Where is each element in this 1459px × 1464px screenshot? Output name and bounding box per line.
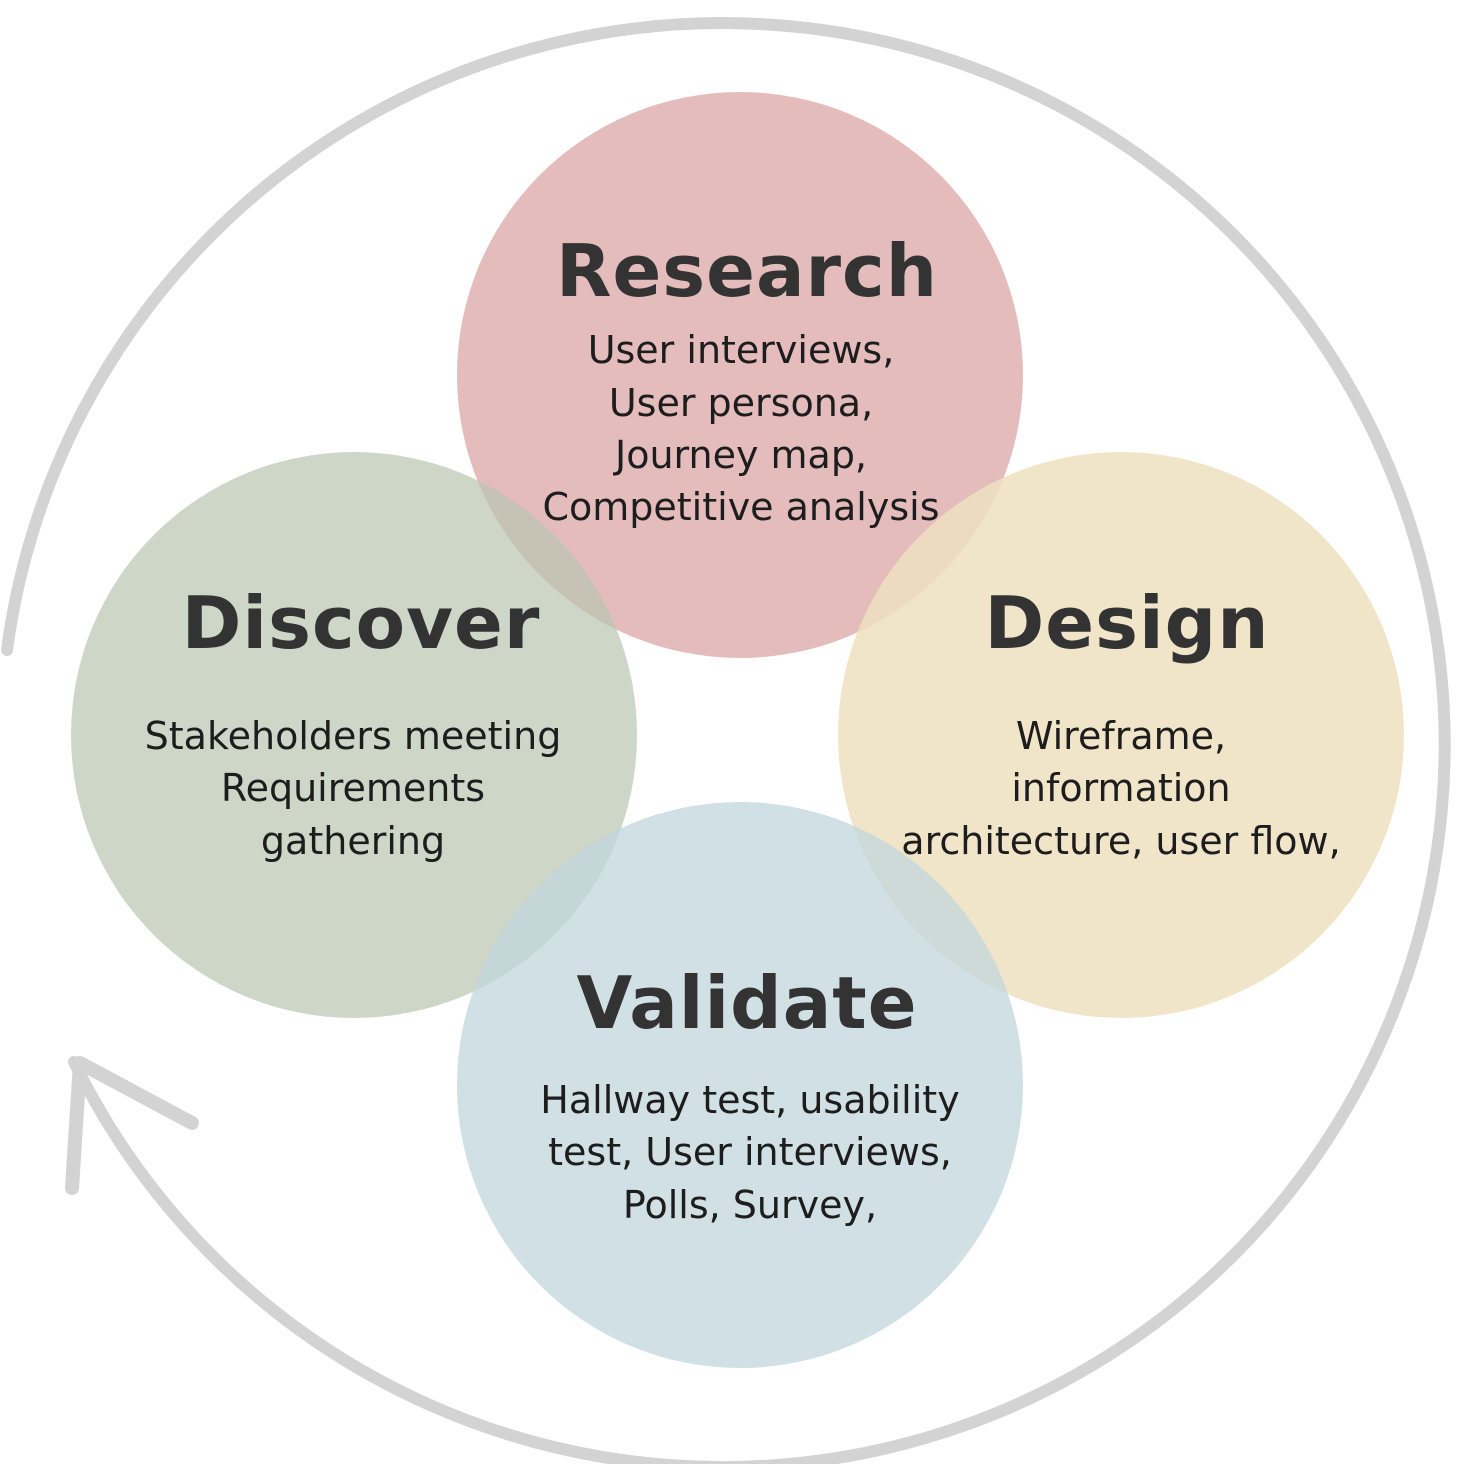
validate-line: test, User interviews, (548, 1130, 952, 1174)
research-stage: Research User interviews, User persona, … (542, 229, 939, 529)
research-line: Competitive analysis (542, 485, 939, 529)
research-line: User interviews, (588, 328, 895, 372)
discover-title: Discover (182, 581, 541, 665)
design-title: Design (985, 581, 1270, 665)
design-circle (838, 452, 1404, 1018)
discover-stage: Discover Stakeholders meeting Requiremen… (145, 581, 562, 863)
validate-line: Hallway test, usability (540, 1078, 959, 1122)
validate-line: Polls, Survey, (623, 1183, 877, 1227)
research-line: Journey map, (613, 433, 867, 477)
discover-line: gathering (261, 819, 445, 863)
discover-circle (71, 452, 637, 1018)
discover-line: Requirements (221, 766, 485, 810)
design-line: information (1011, 766, 1230, 810)
design-line: architecture, user flow, (901, 819, 1340, 863)
design-stage: Design Wireframe, information architectu… (901, 581, 1340, 863)
research-circle (457, 92, 1023, 658)
design-line: Wireframe, (1016, 714, 1226, 758)
discover-line: Stakeholders meeting (145, 714, 562, 758)
circular-arrow-icon (1, 17, 1451, 1464)
validate-circle (457, 802, 1023, 1368)
validate-title: Validate (576, 961, 917, 1045)
validate-stage: Validate Hallway test, usability test, U… (540, 961, 959, 1227)
arrowhead-icon (65, 1056, 199, 1195)
stage-circles (71, 92, 1404, 1368)
research-title: Research (556, 229, 938, 313)
cycle-arrow (1, 17, 1451, 1464)
research-line: User persona, (609, 381, 873, 425)
